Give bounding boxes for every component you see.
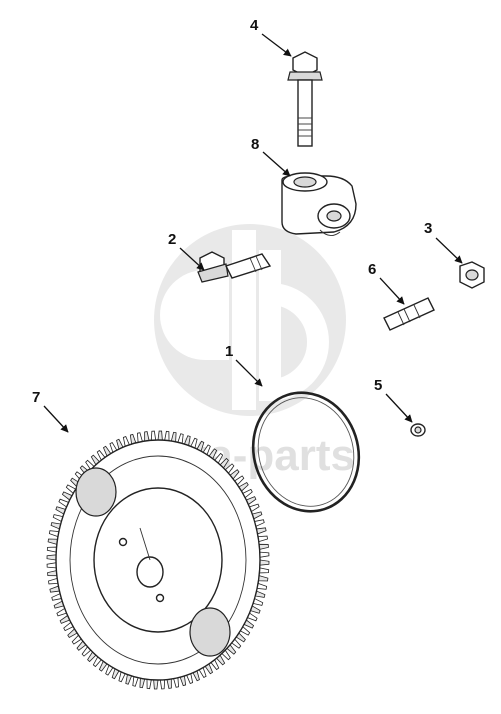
part-8-bracket (281, 172, 357, 236)
callout-3: 3 (424, 220, 463, 264)
svg-text:8: 8 (251, 136, 259, 153)
callout-4: 4 (250, 17, 292, 57)
gear-tooth (258, 575, 269, 582)
gear-tooth (46, 562, 57, 569)
part-3-nut (459, 261, 485, 289)
part-7-gear (46, 430, 270, 690)
callout-2: 2 (168, 231, 205, 271)
callout-1: 1 (225, 343, 263, 387)
gear-tooth (46, 546, 58, 553)
gear-tooth (159, 679, 166, 690)
gear-tooth (157, 430, 163, 441)
gear-tooth (146, 678, 152, 690)
gear-tooth (139, 677, 146, 689)
svg-text:2: 2 (168, 231, 176, 248)
svg-text:4: 4 (250, 17, 259, 34)
gear-tooth (46, 554, 57, 561)
part-2-bolt (197, 251, 272, 283)
gear-tooth (258, 543, 269, 550)
gear-tooth (48, 577, 59, 585)
part-1-o-ring (251, 391, 361, 513)
gear-tooth (47, 538, 58, 545)
gear-tooth (166, 678, 172, 689)
callout-7: 7 (32, 389, 69, 433)
svg-text:7: 7 (32, 389, 40, 406)
gear-teeth (46, 430, 270, 690)
svg-text:5: 5 (374, 377, 382, 394)
svg-text:3: 3 (424, 220, 432, 237)
watermark-logo (154, 224, 346, 416)
gear-tooth (259, 559, 270, 566)
gear-tooth (258, 567, 270, 574)
callout-5: 5 (374, 377, 413, 423)
gear-tooth (153, 679, 159, 690)
part-4-bolt (287, 51, 323, 147)
part-5-washer (410, 423, 426, 437)
gear-tooth (47, 570, 58, 577)
svg-text:6: 6 (368, 261, 376, 278)
svg-text:1: 1 (225, 343, 233, 360)
part-6-stud (383, 297, 435, 331)
callout-6: 6 (368, 261, 405, 305)
gear-tooth (259, 551, 270, 558)
callout-8: 8 (251, 136, 291, 177)
gear-tooth (257, 535, 268, 543)
